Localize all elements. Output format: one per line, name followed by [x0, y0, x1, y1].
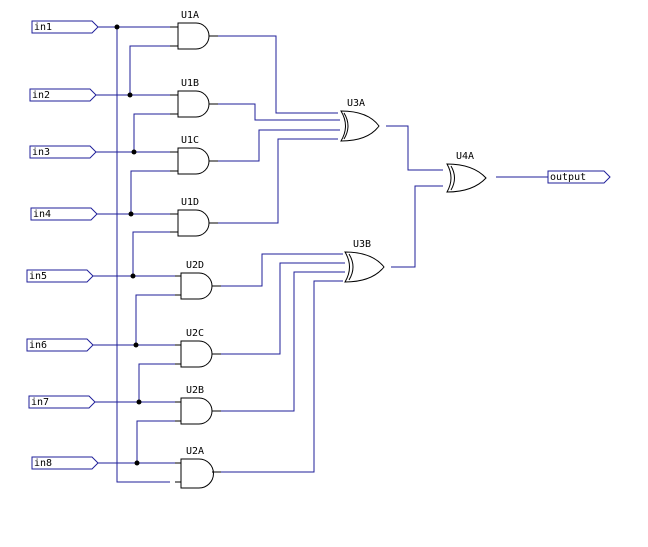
wire-in2-bus [129, 45, 170, 95]
input-port-in6[interactable]: in6 [26, 338, 94, 352]
gate-refdes: U1A [181, 10, 199, 21]
and-gate-u1b[interactable]: U1B [170, 78, 218, 118]
junction-dot [128, 211, 134, 217]
input-port-in3[interactable]: in3 [29, 145, 97, 159]
junction-dot [131, 149, 137, 155]
wire-u1d-out [218, 138, 338, 224]
and-gate-u1d[interactable]: U1D [170, 197, 218, 237]
gate-refdes: U2A [186, 446, 204, 457]
wire-u2c-out [221, 262, 345, 355]
input-port-in1[interactable]: in1 [31, 20, 99, 34]
gate-refdes: U3A [347, 98, 365, 109]
gate-refdes: U1B [181, 78, 199, 89]
wire-in6-bus [135, 294, 175, 345]
input-port-label: in8 [34, 458, 52, 469]
input-port-in4[interactable]: in4 [30, 207, 98, 221]
wire-u1a-out [218, 35, 338, 114]
wire-in3-bus [133, 113, 170, 152]
gate-refdes: U1D [181, 197, 199, 208]
wire-u2a-out [221, 280, 343, 473]
junction-dot [136, 399, 142, 405]
or-gate-u3b[interactable]: U3B [344, 239, 385, 283]
junction-dot [134, 460, 140, 466]
input-port-label: in6 [29, 340, 47, 351]
and-gate-u2c[interactable]: U2C [175, 328, 221, 368]
or-gate-u3a[interactable]: U3A [340, 98, 380, 142]
junction-dot [127, 92, 133, 98]
wire-u1c-out [218, 129, 340, 162]
junctions [114, 24, 142, 466]
wire-in7-bus [138, 363, 175, 402]
input-port-label: in7 [31, 397, 49, 408]
wire-u2b-out [221, 271, 345, 412]
and-gate-u1c[interactable]: U1C [170, 135, 218, 175]
wire-u2d-out [221, 253, 343, 287]
and-gate-u2a[interactable]: U2A [175, 446, 221, 489]
gate-refdes: U1C [181, 135, 199, 146]
output-port-label: output [550, 172, 586, 183]
or-gate-u4a[interactable]: U4A [446, 151, 487, 193]
input-port-label: in2 [32, 90, 50, 101]
junction-dot [133, 342, 139, 348]
and-gate-u2b[interactable]: U2B [175, 385, 221, 425]
input-port-in2[interactable]: in2 [29, 88, 97, 102]
output-port[interactable]: output [547, 170, 611, 184]
wire-u3b-out [391, 185, 443, 268]
wire-in1-bus [116, 27, 170, 483]
input-port-label: in3 [32, 147, 50, 158]
wire-in8-bus [136, 420, 175, 463]
input-port-in5[interactable]: in5 [26, 269, 94, 283]
and-gate-u1a[interactable]: U1A [170, 10, 218, 50]
input-port-in7[interactable]: in7 [28, 395, 96, 409]
gate-refdes: U4A [456, 151, 474, 162]
junction-dot [130, 273, 136, 279]
input-port-in8[interactable]: in8 [31, 456, 99, 470]
gate-refdes: U2B [186, 385, 204, 396]
wire-in4-bus [130, 170, 170, 214]
wire-u3a-out [386, 125, 443, 171]
input-port-label: in1 [34, 22, 52, 33]
and-gate-u2d[interactable]: U2D [175, 260, 221, 300]
input-port-label: in4 [33, 209, 51, 220]
wires [93, 26, 548, 483]
wire-in5-bus [132, 231, 170, 276]
wire-u1b-out [218, 103, 340, 121]
gate-refdes: U3B [353, 239, 371, 250]
input-port-label: in5 [29, 271, 47, 282]
junction-dot [114, 24, 120, 30]
gate-refdes: U2D [186, 260, 204, 271]
gate-refdes: U2C [186, 328, 204, 339]
